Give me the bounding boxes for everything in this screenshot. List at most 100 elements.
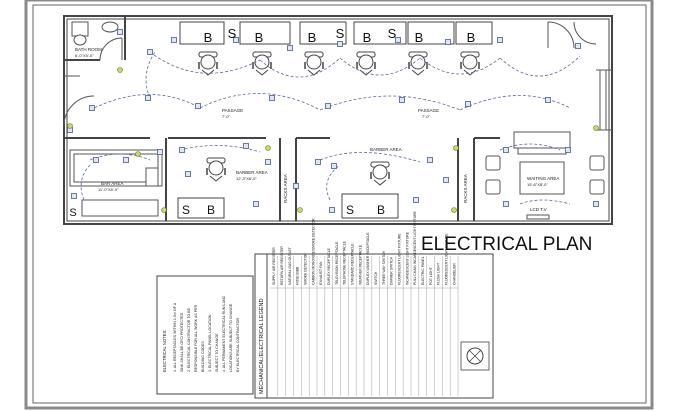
electrical-notes: ELECTRICAL NOTES: 1. ALL RECEPTACLES WITH… xyxy=(162,295,240,372)
legend-item: CHANDELIER xyxy=(452,263,456,285)
electrical-symbols xyxy=(67,29,599,213)
station-mark-b: B xyxy=(204,30,213,45)
legend-item: FLUORESCENT LIGHT FIXTURE xyxy=(444,233,448,285)
notes-line: 4. ALL PERMANENT ELECTRICAL RUNS AND xyxy=(222,295,226,372)
legend-item: WEATHER RECEPTACLE xyxy=(358,244,362,285)
sheet-outer-border xyxy=(24,0,654,410)
bar-counter xyxy=(69,149,163,217)
light-fixture-icon xyxy=(185,171,191,177)
light-fixture-icon xyxy=(233,37,239,43)
racks-area-right-label: RACKS AREA xyxy=(463,174,468,203)
receptacle-icon xyxy=(161,207,167,213)
light-fixture-icon xyxy=(253,201,259,207)
toilet-icon xyxy=(71,21,89,37)
station-mark-s: S xyxy=(346,203,354,217)
station-mark-s: S xyxy=(69,207,76,219)
light-fixture-icon xyxy=(503,201,509,207)
light-fixture-icon xyxy=(269,95,275,101)
light-fixture-icon xyxy=(117,29,123,35)
light-fixture-icon xyxy=(575,43,581,49)
interior-partitions xyxy=(64,137,500,221)
left-entry xyxy=(63,75,95,127)
light-fixture-icon xyxy=(413,197,419,203)
receptacle-icon xyxy=(297,207,303,213)
legend-item: NATURAL GAS OUTLET xyxy=(288,247,292,285)
passage-right-dim: 7'-0" xyxy=(422,114,431,119)
station-mark-s: S xyxy=(336,26,345,41)
light-fixture-icon xyxy=(445,39,451,45)
waiting-area-furniture xyxy=(485,131,605,220)
bath-room-walls xyxy=(64,16,126,61)
chandelier-cross-icon xyxy=(468,349,482,363)
legend-item: THREE WAY SWITCH xyxy=(382,250,386,285)
legend-item: FLUORESCENT LIGHT FIXTURE xyxy=(397,233,401,285)
barber-stations-lower xyxy=(177,193,399,219)
notes-line: LOCATIONS ARE SUBJECT TO CHANGE xyxy=(229,303,233,372)
legend-item: FLUSH LIGHT xyxy=(437,263,441,285)
legend-item: STANDARD RECEPTACLE xyxy=(350,243,354,285)
station-mark-s: S xyxy=(388,26,397,41)
passage-left-label: PASSAGE xyxy=(222,108,243,113)
light-fixture-icon xyxy=(93,157,99,163)
legend-item: RETURN AIR REGISTER xyxy=(280,246,284,285)
barber-chair-icon xyxy=(198,51,218,76)
light-fixture-icon xyxy=(265,159,271,165)
receptacle-icon xyxy=(265,145,271,151)
legend-item: SWITCH xyxy=(374,271,378,285)
barber-area-left-label: BARBER AREA xyxy=(236,170,268,175)
notes-line: 1. ALL RECEPTACLES WITHIN 1.5m OF A xyxy=(173,302,177,372)
legend-heading: MECHANICAL/ELECTRICAL LEGEND xyxy=(259,299,265,394)
light-fixture-icon xyxy=(123,157,129,163)
receptacle-icon xyxy=(451,207,457,213)
legend-item: CARBON MONOXIDE/SMOKE DETECTOR xyxy=(311,218,315,285)
notes-line: SUBJECT TO CHANGE xyxy=(215,333,219,372)
light-fixture-icon xyxy=(497,37,503,43)
passage-left-dim: 7'-0" xyxy=(222,114,231,119)
station-mark-s: S xyxy=(228,26,237,41)
station-mark-b: B xyxy=(255,30,264,45)
legend-item: DUPLEX RECEPTACLE xyxy=(327,247,331,285)
receptacle-icon xyxy=(117,67,123,73)
lcd-tv-label: LCD T.V xyxy=(530,207,547,212)
light-fixture-icon xyxy=(565,147,571,153)
receptacle-icon xyxy=(67,123,73,129)
receptacle-icon xyxy=(453,145,459,151)
station-counters xyxy=(179,21,493,45)
light-fixture-icon xyxy=(179,147,185,153)
waiting-area-label: WAITING AREA xyxy=(527,176,559,181)
door-swing-icons xyxy=(99,21,597,61)
waiting-area-dim: 15'-6"X8'-0" xyxy=(527,182,548,187)
bar-area-label: BAR AREA xyxy=(101,181,124,186)
barber-area-center-label: BARBER AREA xyxy=(370,147,402,152)
barber-chair-icon xyxy=(252,51,272,76)
receptacle-icon xyxy=(135,151,141,157)
legend-item: DUPLEX WASHER RECEPTACLE xyxy=(366,232,370,285)
barber-chair-icon xyxy=(304,51,324,76)
drawing-title: ELECTRICAL PLAN xyxy=(421,234,592,255)
sink-icon xyxy=(101,21,119,33)
station-mark-b: B xyxy=(377,203,385,217)
light-fixture-icon xyxy=(315,159,321,165)
light-fixture-icon xyxy=(399,97,405,103)
chandelier-icon xyxy=(466,347,484,365)
legend-item: DIMMER SWITCH xyxy=(390,256,394,285)
legend-item: ELECTRIC PANEL xyxy=(421,256,425,285)
light-fixture-icon xyxy=(331,163,337,169)
bar-area-dim: 11'-0"X8'-0" xyxy=(98,187,119,192)
notes-line: SINK SHALL BE GFCI PROTECTED xyxy=(180,312,184,372)
barber-chairs-lower xyxy=(206,157,390,186)
light-fixture-icon xyxy=(293,183,299,189)
station-mark-b: B xyxy=(363,30,372,45)
notes-line: 2. ELECTRICAL CONTRACTOR TO BE xyxy=(187,307,191,372)
barber-chair-icon xyxy=(356,51,376,76)
notes-box xyxy=(156,275,254,395)
station-mark-b: B xyxy=(467,30,476,45)
barber-chair-icon xyxy=(408,51,428,76)
barber-chairs-top-row xyxy=(198,51,480,76)
legend-item: SMOKE DETECTOR xyxy=(303,253,307,285)
light-fixture-icon xyxy=(465,101,471,107)
legend-item: HOSE BIBB xyxy=(296,266,300,285)
legend-item: INCANDESCENT LIGHT FIXTURE xyxy=(405,231,409,285)
notes-heading: ELECTRICAL NOTES: xyxy=(162,330,167,372)
